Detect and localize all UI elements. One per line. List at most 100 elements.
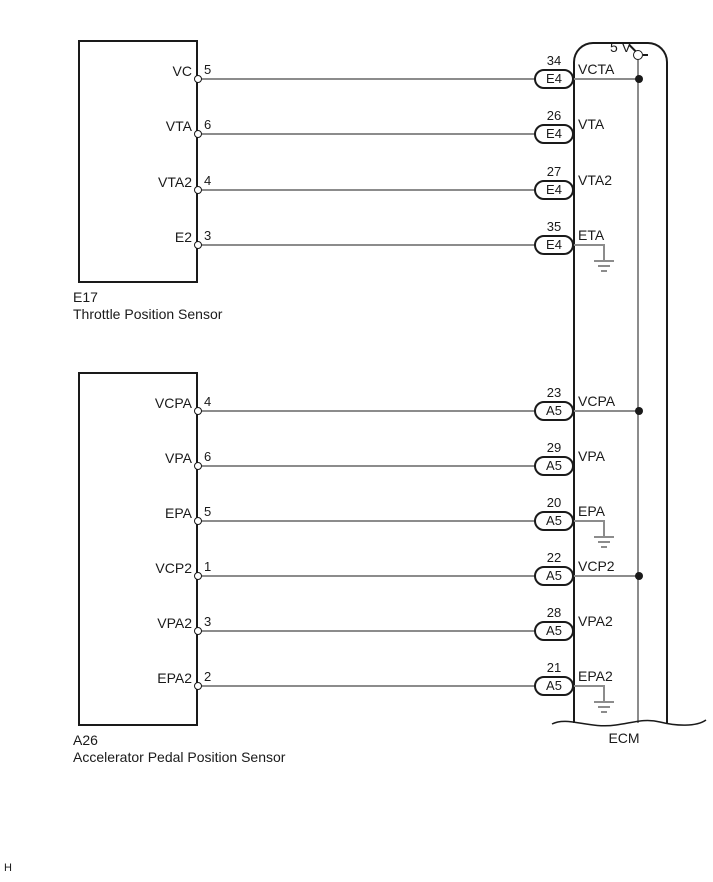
sensor-pin-label: VCPA	[154, 395, 192, 411]
ecm-terminal-number: 22	[546, 550, 562, 565]
wire-to-rail	[572, 78, 639, 80]
sensor-box-a26	[78, 372, 198, 726]
sensor-terminal-number: 6	[204, 117, 212, 132]
ground-icon	[601, 546, 607, 548]
sensor-pin-label: E2	[174, 229, 192, 245]
sensor-terminal-number: 1	[204, 559, 212, 574]
wire	[198, 78, 547, 80]
ecm-connector-badge: A5	[534, 401, 574, 421]
ground-icon	[601, 270, 607, 272]
wire	[198, 133, 547, 135]
sensor-pin-label: VTA	[165, 118, 192, 134]
pin-terminal-icon	[194, 572, 202, 580]
ecm-connector-badge: A5	[534, 456, 574, 476]
ecm-terminal-number: 23	[546, 385, 562, 400]
sensor-terminal-number: 3	[204, 614, 212, 629]
wire	[198, 520, 547, 522]
pin-terminal-icon	[194, 186, 202, 194]
sensor-terminal-number: 5	[204, 62, 212, 77]
ground-icon	[594, 260, 614, 262]
ground-icon	[598, 265, 610, 267]
power-rail-line	[637, 60, 639, 723]
ecm-terminal-number: 35	[546, 219, 562, 234]
sensor-terminal-number: 5	[204, 504, 212, 519]
ecm-connector-badge: A5	[534, 511, 574, 531]
pin-terminal-icon	[194, 130, 202, 138]
ecm-terminal-number: 28	[546, 605, 562, 620]
ecm-signal-label: ETA	[578, 227, 607, 243]
wire	[198, 575, 547, 577]
pin-terminal-icon	[194, 462, 202, 470]
power-voltage-label: 5 V	[609, 39, 631, 55]
ecm-terminal-number: 34	[546, 53, 562, 68]
sensor-terminal-number: 6	[204, 449, 212, 464]
wire-to-ground	[572, 520, 605, 522]
wire-to-ground	[572, 244, 605, 246]
ecm-signal-label: VPA	[578, 448, 607, 464]
ecm-terminal-number: 26	[546, 108, 562, 123]
sensor-terminal-number: 4	[204, 173, 212, 188]
ecm-connector-badge: A5	[534, 676, 574, 696]
ecm-signal-label: EPA2	[578, 668, 615, 684]
ecm-signal-label: VPA2	[578, 613, 615, 629]
sensor-terminal-number: 2	[204, 669, 212, 684]
wire	[198, 244, 547, 246]
pin-terminal-icon	[194, 517, 202, 525]
ground-icon	[601, 711, 607, 713]
ground-icon	[598, 706, 610, 708]
ecm-connector-badge: A5	[534, 621, 574, 641]
ecm-terminal-number: 21	[546, 660, 562, 675]
pin-terminal-icon	[194, 682, 202, 690]
sensor-id: E17	[73, 289, 98, 305]
wire	[198, 630, 547, 632]
sensor-pin-label: EPA	[165, 505, 192, 521]
ecm-terminal-number: 20	[546, 495, 562, 510]
ecm-terminal-number: 27	[546, 164, 562, 179]
ecm-connector-badge: E4	[534, 235, 574, 255]
pin-terminal-icon	[194, 75, 202, 83]
power-source-tick-icon	[643, 54, 648, 56]
sensor-box-e17	[78, 40, 198, 283]
wire-to-ground	[572, 685, 605, 687]
sensor-name: Throttle Position Sensor	[73, 306, 223, 322]
ecm-signal-label: VCP2	[578, 558, 617, 574]
ground-icon	[598, 541, 610, 543]
sensor-pin-label: VPA	[165, 450, 192, 466]
ground-icon	[603, 521, 605, 536]
ecm-signal-label: VCTA	[578, 61, 617, 77]
ecm-connector-badge: E4	[534, 69, 574, 89]
pin-terminal-icon	[194, 241, 202, 249]
sensor-pin-label: VCP2	[155, 560, 192, 576]
junction-dot-icon	[635, 75, 643, 83]
pin-terminal-icon	[194, 627, 202, 635]
wire-to-rail	[572, 410, 639, 412]
ground-icon	[594, 701, 614, 703]
sensor-terminal-number: 3	[204, 228, 212, 243]
sensor-terminal-number: 4	[204, 394, 212, 409]
wire	[198, 189, 547, 191]
sensor-pin-label: EPA2	[157, 670, 192, 686]
pin-terminal-icon	[194, 407, 202, 415]
sensor-pin-label: VTA2	[158, 174, 192, 190]
ecm-label: ECM	[608, 730, 640, 746]
ground-icon	[603, 245, 605, 260]
ground-icon	[594, 536, 614, 538]
wire	[198, 685, 547, 687]
wire	[198, 410, 547, 412]
ground-icon	[603, 686, 605, 701]
page-corner-label: H	[4, 862, 12, 874]
ecm-signal-label: VTA2	[578, 172, 614, 188]
ecm-signal-label: VCPA	[578, 393, 618, 409]
sensor-id: A26	[73, 732, 98, 748]
wire-to-rail	[572, 575, 639, 577]
ecm-torn-edge-icon	[551, 719, 707, 727]
ecm-connector-badge: E4	[534, 124, 574, 144]
ecm-connector-badge: A5	[534, 566, 574, 586]
sensor-pin-label: VPA2	[157, 615, 192, 631]
junction-dot-icon	[635, 572, 643, 580]
ecm-box	[573, 42, 668, 723]
junction-dot-icon	[635, 407, 643, 415]
power-source-icon	[633, 50, 643, 60]
sensor-name: Accelerator Pedal Position Sensor	[73, 749, 286, 765]
